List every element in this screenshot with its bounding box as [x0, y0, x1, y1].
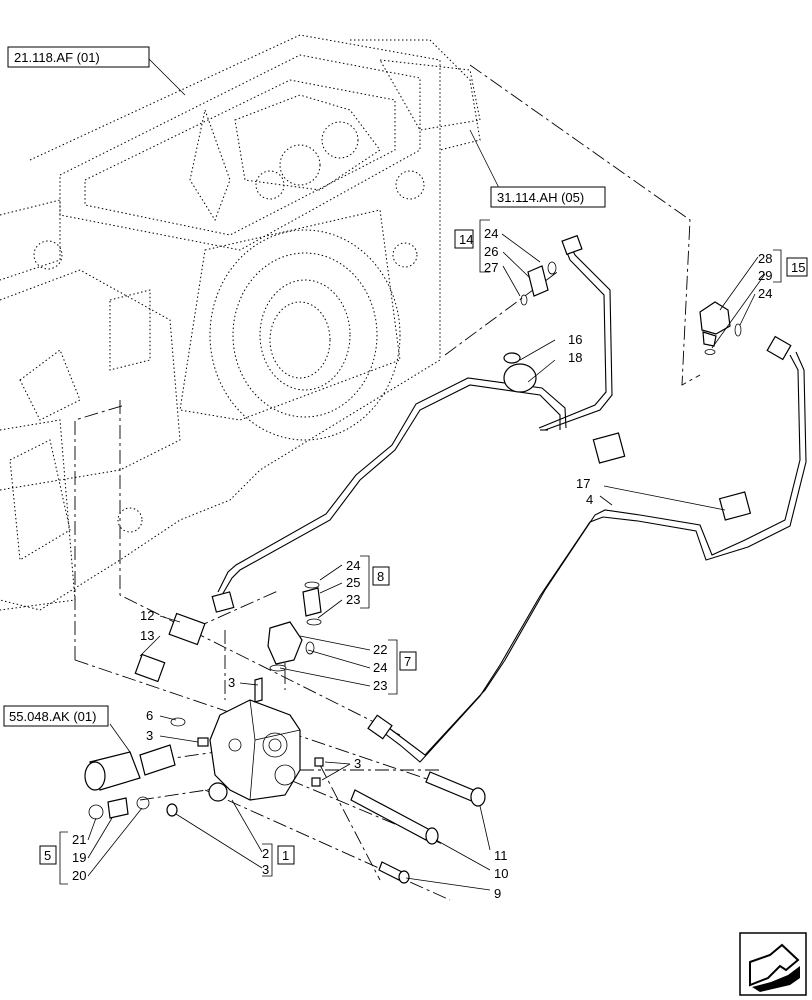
- group-15: 15: [773, 249, 808, 283]
- group-14-label: 14: [459, 232, 473, 247]
- callout-9: 9: [494, 886, 501, 901]
- callout-17: 17: [576, 476, 590, 491]
- ref-label-21-118: 21.118.AF (01): [14, 50, 100, 65]
- callout-24: 24: [758, 286, 772, 301]
- callout-12: 12: [140, 608, 154, 623]
- callout-24: 24: [484, 226, 498, 241]
- adapter-26: [520, 261, 557, 306]
- callout-23: 23: [346, 592, 360, 607]
- sleeve-12: [168, 612, 206, 646]
- alignment-lines: [74, 64, 701, 901]
- clamp-16: [503, 352, 537, 393]
- ref-label-55-048: 55.048.AK (01): [9, 709, 96, 724]
- callout-29: 29: [758, 268, 772, 283]
- bolt-10: [350, 789, 439, 845]
- callout-16: 16: [568, 332, 582, 347]
- callout-24: 24: [346, 558, 360, 573]
- callout-3: 3: [354, 756, 361, 771]
- next-page-arrow-icon[interactable]: [739, 932, 807, 996]
- adapter-25: [302, 581, 322, 626]
- callout-3: 3: [262, 862, 269, 877]
- callout-22: 22: [373, 642, 387, 657]
- transmission-housing: [0, 34, 481, 611]
- quick-coupler: [84, 744, 176, 791]
- sleeve-17: [592, 432, 752, 521]
- sleeve-13: [134, 653, 166, 683]
- group-14: 14: [454, 219, 490, 273]
- callout-23: 23: [373, 678, 387, 693]
- callout-11: 11: [494, 848, 508, 863]
- elbow-fitting-22: [267, 621, 315, 672]
- group-7-label: 7: [404, 654, 411, 669]
- callout-18: 18: [568, 350, 582, 365]
- ref-box-31-114[interactable]: 31.114.AH (05): [490, 186, 606, 208]
- group-1: 1: [262, 843, 295, 877]
- group-7: 7: [388, 639, 417, 695]
- group-5-label: 5: [44, 848, 51, 863]
- callout-19: 19: [72, 850, 86, 865]
- leader-lines: [87, 57, 766, 891]
- valve-block-2: [208, 677, 301, 802]
- group-5: 5: [39, 831, 68, 885]
- bolt-9: [378, 861, 410, 884]
- callout-2: 2: [262, 846, 269, 861]
- callout-13: 13: [140, 628, 154, 643]
- ref-box-21-118[interactable]: 21.118.AF (01): [7, 46, 150, 68]
- callout-26: 26: [484, 244, 498, 259]
- elbow-fitting-28: [699, 301, 742, 355]
- pipe-nut-top: [561, 234, 583, 256]
- callout-6: 6: [146, 708, 153, 723]
- pipe-nut-right: [766, 335, 792, 361]
- plug-19: [88, 796, 150, 820]
- bolt-11: [425, 771, 486, 807]
- group-8-label: 8: [377, 569, 384, 584]
- ref-box-55-048[interactable]: 55.048.AK (01): [3, 705, 109, 727]
- pipe-nut-4: [367, 714, 393, 740]
- group-8: 8: [360, 555, 390, 609]
- group-15-label: 15: [791, 260, 805, 275]
- group-1-label: 1: [282, 848, 289, 863]
- pipe-nut-lower: [211, 591, 235, 613]
- pipe-4: [379, 351, 807, 763]
- callout-3: 3: [146, 728, 153, 743]
- part-callouts: 24 26 27 28 29 24 16 18 17 4 24 25 23 12…: [72, 226, 772, 901]
- small-parts: [166, 717, 324, 817]
- callout-4: 4: [586, 492, 593, 507]
- callout-25: 25: [346, 575, 360, 590]
- callout-3: 3: [228, 675, 235, 690]
- ref-label-31-114: 31.114.AH (05): [497, 190, 584, 205]
- callout-27: 27: [484, 260, 498, 275]
- callout-20: 20: [72, 868, 86, 883]
- callout-10: 10: [494, 866, 508, 881]
- callout-28: 28: [758, 251, 772, 266]
- callout-21: 21: [72, 832, 86, 847]
- pipe-17: [217, 244, 613, 596]
- callout-24: 24: [373, 660, 387, 675]
